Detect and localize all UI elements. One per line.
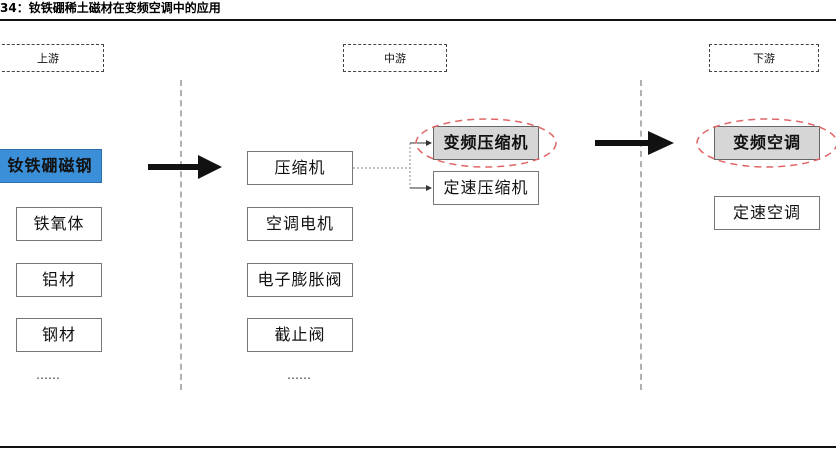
figure-title: 34：钕铁硼稀土磁材在变频空调中的应用: [0, 1, 221, 15]
highlight-ellipse-inverter-ac: [696, 118, 836, 168]
compressor-type-fixed-speed: 定速压缩机: [433, 171, 539, 205]
midstream-ellipsis: ……: [287, 368, 311, 382]
midstream-item-electronic-expansion-valve: 电子膨胀阀: [247, 263, 353, 297]
separator-left: [180, 80, 182, 390]
top-rule: [0, 19, 836, 21]
bottom-rule: [0, 446, 836, 448]
downstream-item-fixed-speed-ac: 定速空调: [714, 196, 820, 230]
upstream-item-ferrite: 铁氧体: [16, 207, 102, 241]
compressor-branch-connector: [353, 140, 432, 191]
stage-label-upstream: 上游: [0, 44, 104, 72]
stage-label-midstream: 中游: [343, 44, 447, 72]
upstream-ellipsis: ……: [36, 368, 60, 382]
separator-right: [640, 80, 642, 390]
compressor-type-inverter: 变频压缩机: [433, 126, 539, 160]
arrow-midstream-to-downstream: [595, 131, 674, 155]
upstream-item-aluminum: 铝材: [16, 263, 102, 297]
upstream-item-ndfeb-magnet: 钕铁硼磁钢: [0, 149, 102, 183]
midstream-item-ac-motor: 空调电机: [247, 207, 353, 241]
downstream-item-inverter-ac: 变频空调: [714, 126, 820, 160]
arrow-upstream-to-midstream: [148, 155, 222, 179]
highlight-ellipse-inverter-compressor: [415, 118, 557, 168]
midstream-item-compressor: 压缩机: [247, 151, 353, 185]
stage-label-downstream: 下游: [709, 44, 819, 72]
midstream-item-stop-valve: 截止阀: [247, 318, 353, 352]
upstream-item-steel: 钢材: [16, 318, 102, 352]
